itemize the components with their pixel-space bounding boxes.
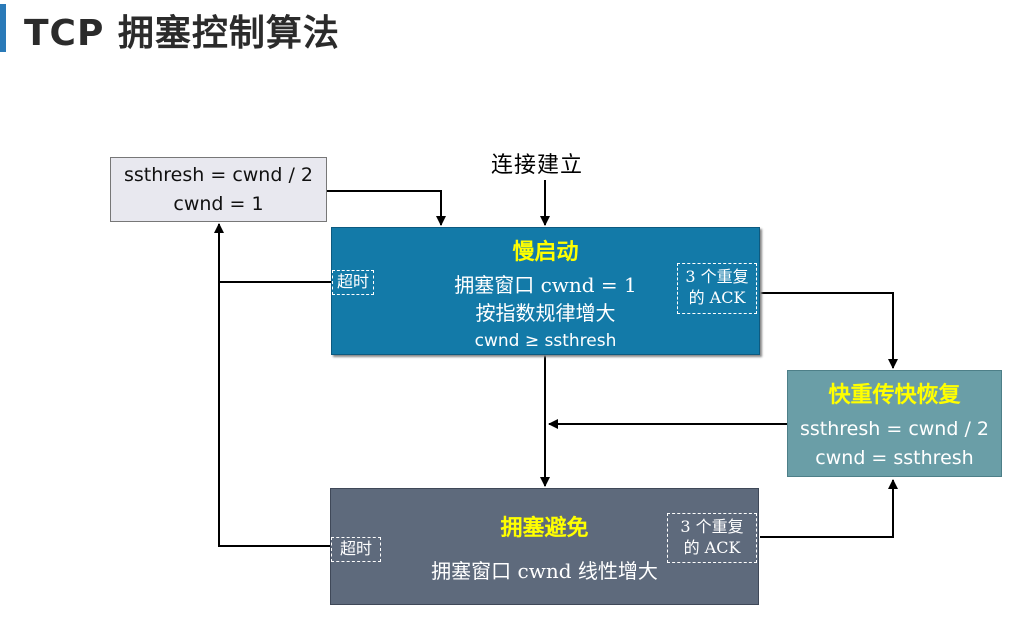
reset-box-line1: ssthresh = cwnd / 2: [124, 164, 313, 186]
fast-recovery-title: 快重传快恢复: [828, 382, 961, 408]
arrow-avoidance-timeout: [218, 282, 331, 547]
arrow-avoidance-dupack: [760, 479, 898, 538]
slow-start-threshold: cwnd ≥ ssthresh: [474, 331, 617, 351]
page-title: TCP 拥塞控制算法: [24, 13, 340, 54]
connection-established-label: 连接建立: [491, 153, 584, 178]
slow-start-dupack-line1: 3 个重复: [685, 267, 749, 286]
arrow-slow-start-dupack: [759, 292, 898, 369]
slow-start-title: 慢启动: [512, 239, 579, 265]
slow-start-dupack-line2: 的 ACK: [688, 288, 746, 307]
slow-start-timeout-tag: 超时: [332, 270, 374, 295]
title-accent-bar: [0, 4, 6, 52]
congestion-avoidance-box: 拥塞避免 拥塞窗口 cwnd 线性增大 超时 3 个重复 的 ACK: [330, 488, 759, 605]
arrow-slow-start-timeout: [214, 223, 331, 283]
arrow-reset-to-slow-start: [327, 190, 446, 226]
fast-recovery-box: 快重传快恢复 ssthresh = cwnd / 2 cwnd = ssthre…: [787, 370, 1002, 477]
congestion-avoidance-title: 拥塞避免: [500, 515, 589, 541]
fast-recovery-line2: cwnd = ssthresh: [815, 447, 974, 469]
congestion-avoidance-line1: 拥塞窗口 cwnd 线性增大: [431, 559, 658, 583]
slow-start-line1: 拥塞窗口 cwnd = 1: [454, 273, 637, 297]
reset-box: ssthresh = cwnd / 2 cwnd = 1: [110, 157, 327, 222]
slow-start-box: 慢启动 拥塞窗口 cwnd = 1 按指数规律增大 cwnd ≥ ssthres…: [331, 227, 760, 355]
avoidance-timeout-tag: 超时: [331, 537, 381, 562]
avoidance-dupack-line1: 3 个重复: [680, 517, 744, 536]
fast-recovery-line1: ssthresh = cwnd / 2: [800, 418, 989, 440]
reset-box-line2: cwnd = 1: [173, 193, 264, 215]
avoidance-dupack-tag: 3 个重复 的 ACK: [667, 513, 757, 563]
slow-start-dupack-tag: 3 个重复 的 ACK: [677, 263, 757, 314]
avoidance-dupack-line2: 的 ACK: [683, 538, 741, 557]
slow-start-line2: 按指数规律增大: [475, 301, 616, 325]
